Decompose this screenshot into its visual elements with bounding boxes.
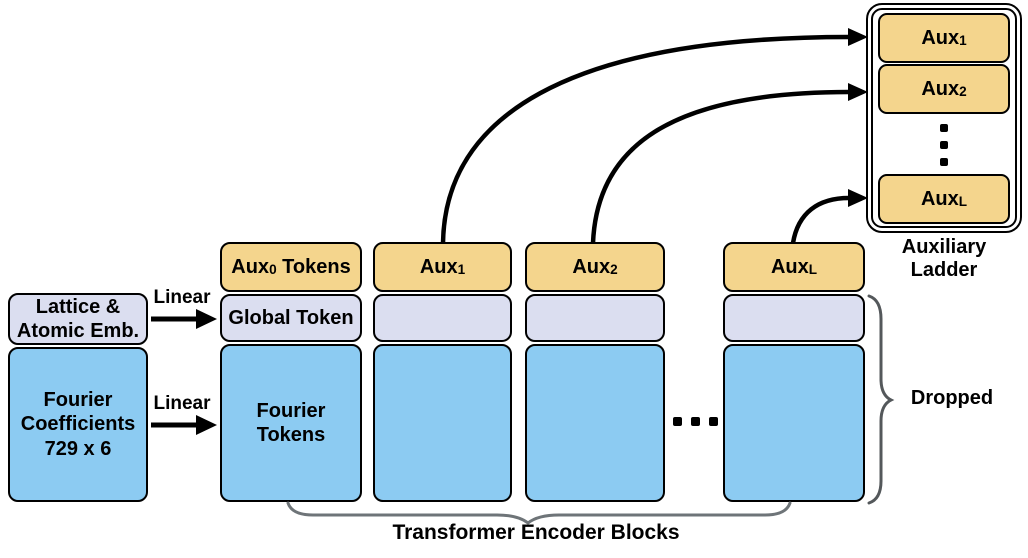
ladder-aux2-label: Aux2	[921, 77, 967, 100]
dropped-label: Dropped	[910, 387, 994, 409]
transformer-encoder-blocks-label: Transformer Encoder Blocks	[392, 521, 680, 544]
aux0-tokens-label: Aux0 Tokens	[231, 255, 351, 278]
aux0-tokens-box: Aux0 Tokens	[220, 242, 362, 292]
auxiliary-ladder-inner-border	[871, 8, 1017, 228]
ladder-aux1-box: Aux1	[878, 13, 1010, 63]
linear-label-top: Linear	[153, 287, 211, 308]
fourier-coefficients-label: Fourier Coefficients 729 x 6	[20, 388, 136, 460]
fourier-tokens-box: Fourier Tokens	[220, 344, 362, 502]
global-token-box-2	[373, 294, 512, 342]
fourier-tokens-box-4	[723, 344, 865, 502]
curved-arrow-auxL-to-ladder	[790, 195, 850, 244]
global-token-label: Global Token	[228, 306, 354, 329]
lattice-atomic-embedding-label: Lattice & Atomic Emb.	[16, 295, 140, 342]
linear-label-bottom: Linear	[153, 393, 211, 414]
curved-arrow-auxL-head	[848, 189, 868, 207]
ladder-auxL-label: AuxL	[920, 187, 968, 210]
fourier-tokens-label: Fourier Tokens	[256, 399, 326, 446]
auxL-tokens-label: AuxL	[770, 255, 818, 278]
fourier-tokens-box-2	[373, 344, 512, 502]
auxL-tokens-box: AuxL	[723, 242, 865, 292]
lattice-atomic-embedding-box: Lattice & Atomic Emb.	[8, 293, 148, 345]
aux2-tokens-label: Aux2	[572, 255, 618, 278]
ladder-aux2-box: Aux2	[878, 64, 1010, 114]
dropped-brace	[867, 294, 895, 505]
ladder-aux1-label: Aux1	[921, 26, 967, 49]
transformer-blocks-brace	[286, 501, 792, 525]
global-token-box: Global Token	[220, 294, 362, 342]
ellipsis-horizontal-icon	[673, 417, 718, 426]
fourier-tokens-box-3	[525, 344, 665, 502]
curved-arrow-aux2-head	[848, 83, 868, 101]
auxiliary-ladder-caption: Auxiliary Ladder	[901, 236, 987, 281]
linear-arrow-bottom-head	[196, 415, 217, 435]
ellipsis-vertical-icon	[940, 124, 948, 166]
aux2-tokens-box: Aux2	[525, 242, 665, 292]
aux1-tokens-label: Aux1	[419, 255, 466, 278]
fourier-coefficients-box: Fourier Coefficients 729 x 6	[8, 347, 148, 502]
global-token-box-4	[723, 294, 865, 342]
aux1-tokens-box: Aux1	[373, 242, 512, 292]
curved-arrow-aux1-head	[848, 28, 868, 46]
curved-arrow-aux2-to-ladder	[590, 89, 850, 244]
global-token-box-3	[525, 294, 665, 342]
ladder-auxL-box: AuxL	[878, 174, 1010, 224]
linear-arrow-top-head	[196, 309, 217, 329]
curved-arrow-aux1-to-ladder	[440, 34, 850, 244]
